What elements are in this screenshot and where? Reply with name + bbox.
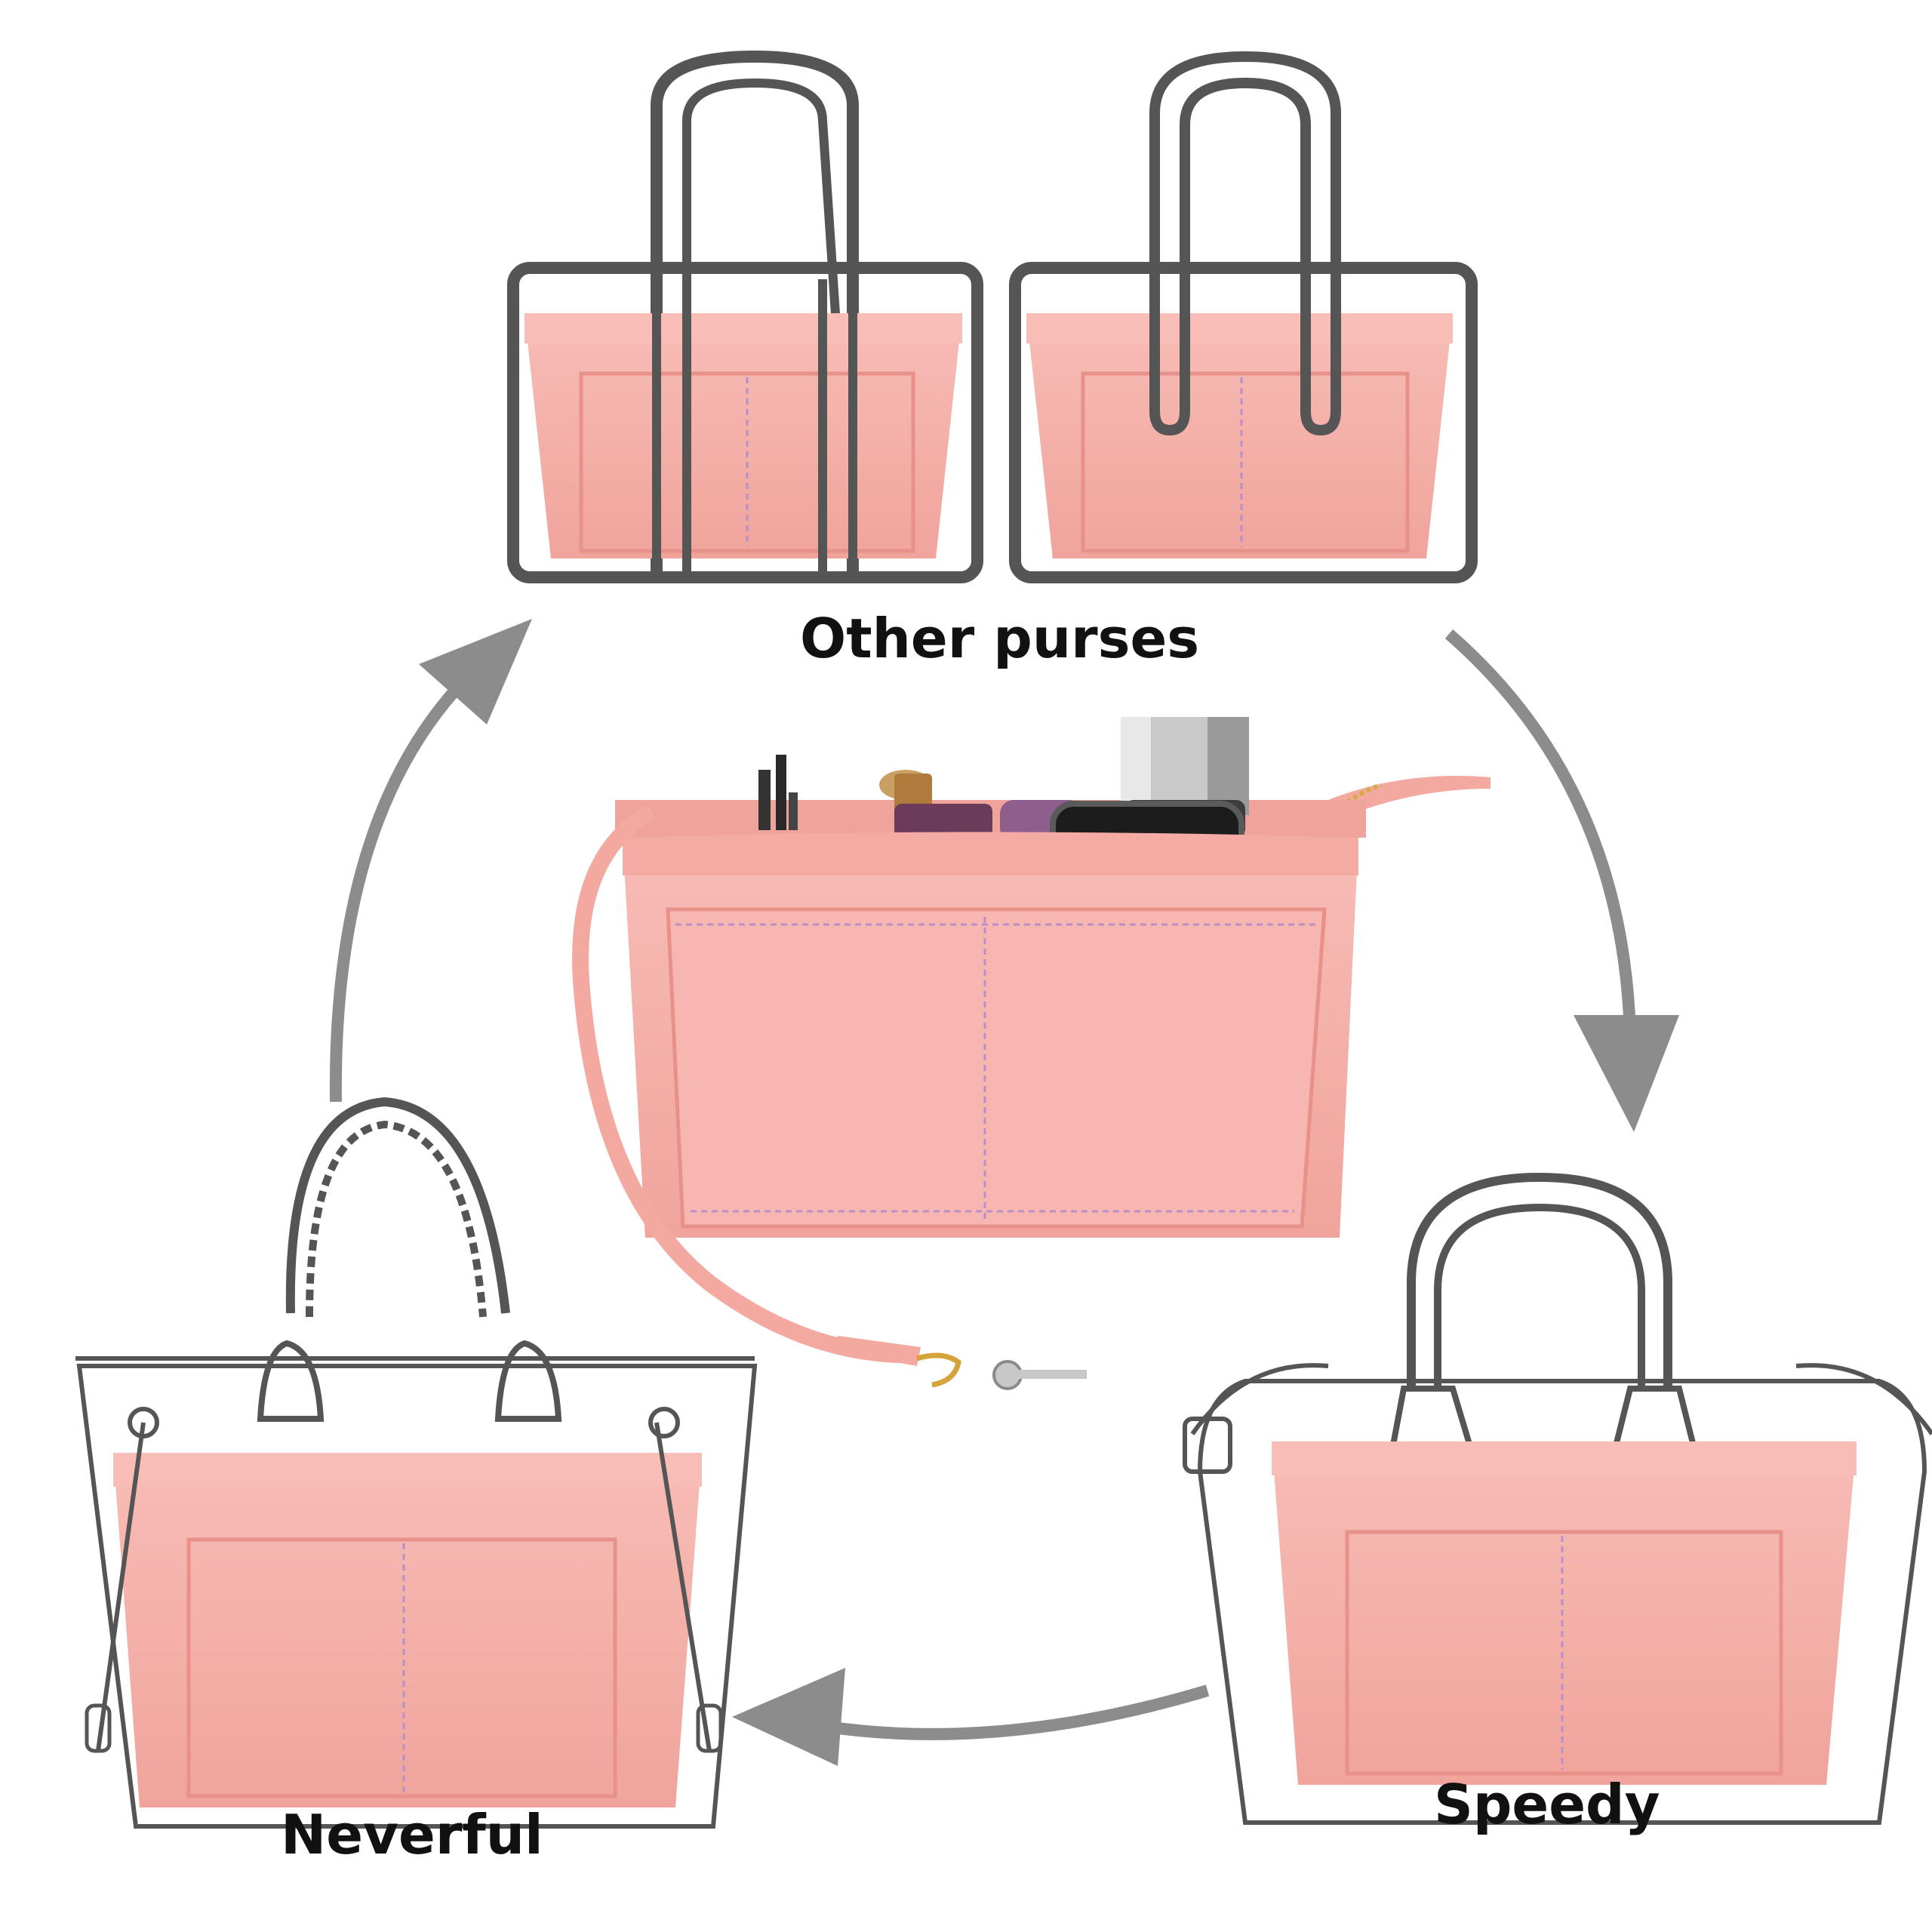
speedy-bag (1183, 1172, 1932, 1825)
arrow-to-neverful (791, 1684, 1210, 1740)
felt-insert-icon (1272, 1441, 1857, 1785)
bag-handle (1407, 1172, 1672, 1389)
felt-insert-icon (113, 1453, 702, 1807)
arrow-to-speedy (1444, 629, 1636, 1035)
bag-handle (1149, 51, 1341, 435)
neverful-bag (75, 1097, 758, 1829)
bag-handle (651, 51, 859, 575)
arrowhead-icon (732, 1668, 845, 1766)
front-pocket (666, 907, 1327, 1229)
bag-handle-inner (682, 78, 857, 576)
key-icon (916, 1352, 1087, 1390)
caption-speedy: Speedy (1434, 1773, 1660, 1836)
arrow-to-other-purses (329, 644, 503, 1103)
key-strap (572, 807, 906, 1363)
bag-outline (1197, 1379, 1927, 1825)
arrowhead-icon (419, 619, 532, 724)
bag-handle (285, 1097, 510, 1314)
other-purse-left (507, 51, 983, 583)
caption-neverful: Neverful (281, 1803, 543, 1866)
arrowhead-icon (1574, 1015, 1679, 1132)
felt-insert-icon (1026, 313, 1453, 558)
bag-outline (76, 1364, 758, 1829)
other-purse-right (1009, 51, 1478, 583)
bag-outline (1009, 262, 1478, 583)
felt-insert-icon (525, 313, 962, 558)
caption-other-purses: Other purses (800, 607, 1200, 670)
center-organizer-insert (572, 717, 1491, 1390)
bag-outline (507, 262, 983, 583)
